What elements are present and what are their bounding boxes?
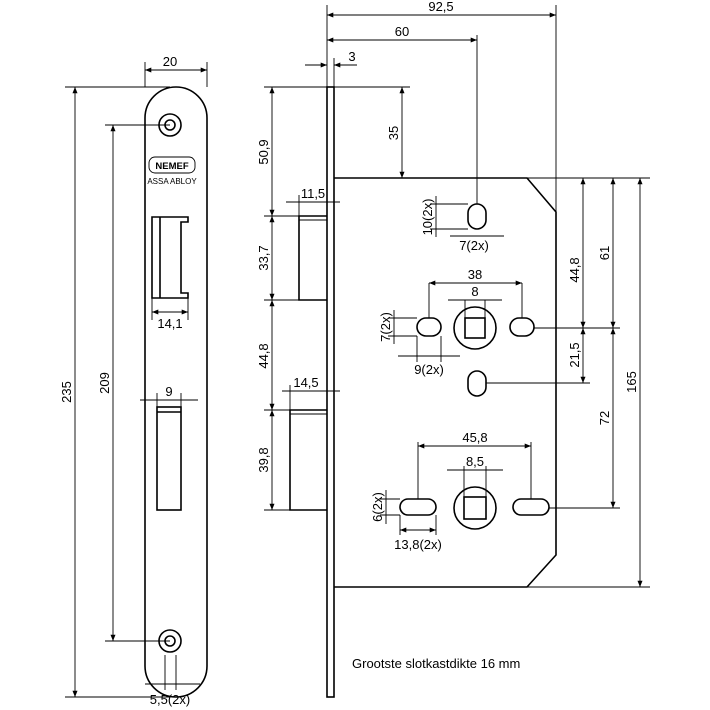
dim-latch-to-bolt: 44,8 <box>256 343 271 368</box>
dim-screw-hole: 5,5(2x) <box>150 692 190 707</box>
dim-latch-height: 33,7 <box>256 245 271 270</box>
dim-faceplate-width: 20 <box>163 54 177 69</box>
dim-upper-square: 8 <box>471 284 478 299</box>
dim-lower-hole-width: 13,8(2x) <box>394 537 442 552</box>
dim-lower-hole-height: 6(2x) <box>370 492 385 522</box>
dim-latch-width: 14,1 <box>157 316 182 331</box>
dim-top-to-case: 35 <box>386 126 401 140</box>
sub-brand-text: ASSA ABLOY <box>147 177 197 186</box>
dim-bolt-projection: 14,5 <box>293 375 318 390</box>
faceplate-view: NEMEF ASSA ABLOY 20 235 209 14,1 9 <box>59 54 208 707</box>
latch-tongue <box>298 215 327 301</box>
dim-upper-hole-height: 7(2x) <box>378 312 393 342</box>
dim-bolt-height: 39,8 <box>256 447 271 472</box>
upper-slot <box>467 203 487 230</box>
deadbolt <box>289 409 327 511</box>
dim-bolt-width: 9 <box>165 384 172 399</box>
brand-logo-text: NEMEF <box>155 161 188 172</box>
dim-upper-pitch: 38 <box>468 267 482 282</box>
dim-case-to-follower: 44,8 <box>567 257 582 282</box>
dim-lower-square: 8,5 <box>466 454 484 469</box>
dim-upper-hole-width: 9(2x) <box>414 362 444 377</box>
lower-hole-right <box>512 498 550 516</box>
bolt-opening <box>156 406 182 511</box>
faceplate-outline <box>144 86 208 698</box>
upper-hole-left <box>416 317 442 337</box>
middle-slot <box>467 370 487 397</box>
dim-plate-thickness: 3 <box>348 49 355 64</box>
dim-faceplate-height: 235 <box>59 381 74 403</box>
lower-hole-left <box>399 498 437 516</box>
dim-slot-height: 10(2x) <box>420 199 435 236</box>
latch-opening <box>151 216 189 299</box>
dim-slot-width: 7(2x) <box>459 238 489 253</box>
dim-top-to-latch: 50,9 <box>256 139 271 164</box>
front-plate <box>326 86 335 698</box>
case-thickness-note: Grootste slotkastdikte 16 mm <box>352 656 520 671</box>
brand-logo <box>148 156 196 174</box>
dim-backset: 60 <box>395 24 409 39</box>
dim-lower-pitch: 45,8 <box>462 430 487 445</box>
upper-follower <box>453 306 497 350</box>
dim-screw-spacing: 209 <box>97 372 112 394</box>
dim-case-height: 165 <box>624 371 639 393</box>
lower-follower <box>453 486 497 530</box>
dim-follower-spacing: 72 <box>597 411 612 425</box>
lock-case-outline <box>334 177 557 588</box>
dim-overall-depth: 92,5 <box>428 0 453 14</box>
upper-hole-right <box>509 317 535 337</box>
dim-case-top: 61 <box>597 246 612 260</box>
dim-follower-offset: 21,5 <box>567 342 582 367</box>
lock-case-view: 92,5 60 3 35 50,9 33,7 11,5 44,8 <box>256 0 650 698</box>
dim-latch-projection: 11,5 <box>301 186 325 201</box>
